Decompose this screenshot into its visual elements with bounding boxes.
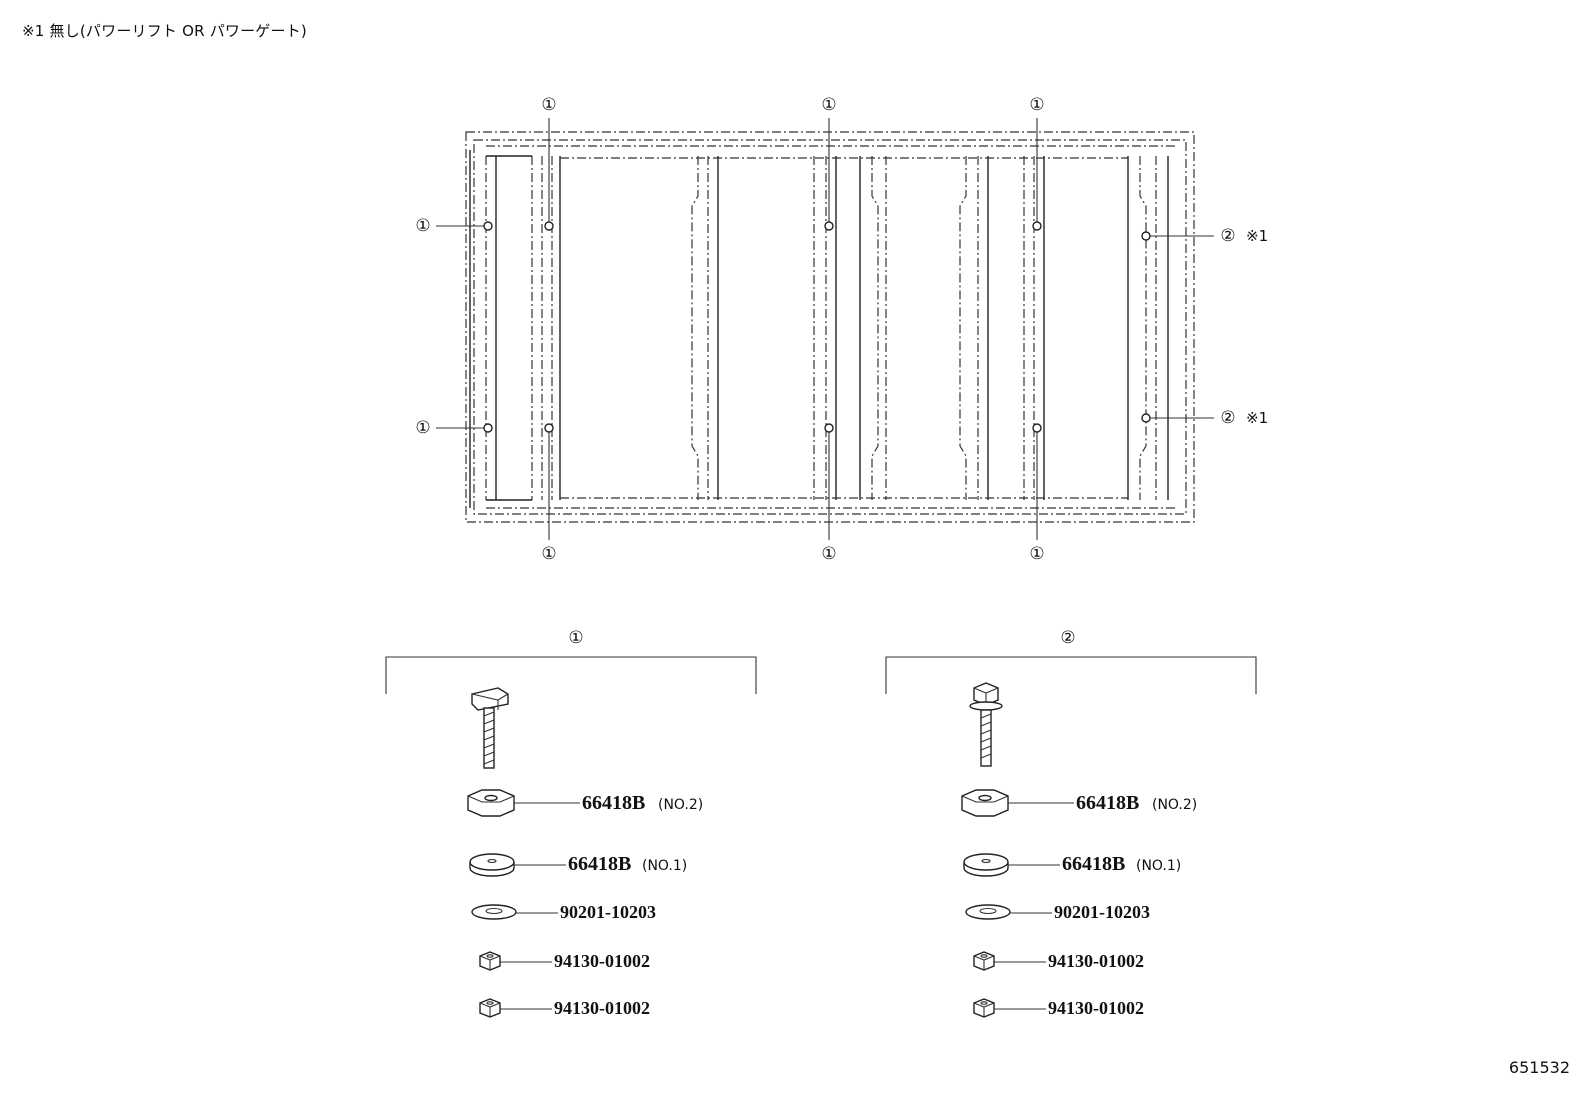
fastener-point (1032, 423, 1042, 433)
part-number: 94130-01002 (1048, 951, 1144, 971)
nut-icon (973, 951, 995, 971)
fastener-point (544, 423, 554, 433)
callout-1: ① (821, 95, 836, 115)
round-washer-icon (963, 853, 1009, 877)
hex-bolt-icon (969, 682, 1003, 767)
part-number: 90201-10203 (1054, 902, 1150, 922)
part-suffix: (NO.2) (658, 797, 703, 813)
callout-1: ① (1029, 544, 1044, 564)
fastener-point (824, 221, 834, 231)
callout-1: ① (415, 216, 430, 236)
round-washer-icon (469, 853, 515, 877)
t-bolt-icon (471, 687, 509, 769)
flat-washer-icon (965, 904, 1011, 920)
fastener-point (1032, 221, 1042, 231)
callout-1: ① (541, 544, 556, 564)
fastener-callouts: ① ① ① ① ① ① ① ① ② ② ※1 ※1 (415, 95, 1268, 564)
asterisk-note: ※1 (1246, 227, 1268, 245)
part-number: 66418B (582, 792, 645, 814)
callout-1: ① (1029, 95, 1044, 115)
nut-icon (479, 998, 501, 1018)
callout-1: ① (821, 544, 836, 564)
callout-1: ① (415, 418, 430, 438)
group-label: ② (1060, 628, 1075, 648)
part-number: 66418B (568, 853, 631, 875)
part-suffix: (NO.1) (1136, 858, 1181, 874)
group-1: ① 66418B (NO.2) 66418B (NO.1) (385, 628, 757, 1018)
group-label: ① (568, 628, 583, 648)
fastener-point (483, 423, 493, 433)
flat-washer-icon (471, 904, 517, 920)
part-suffix: (NO.1) (642, 858, 687, 874)
part-number: 66418B (1062, 853, 1125, 875)
fastener-point (544, 221, 554, 231)
nut-icon (479, 951, 501, 971)
part-suffix: (NO.2) (1152, 797, 1197, 813)
part-number: 94130-01002 (554, 998, 650, 1018)
part-number: 90201-10203 (560, 902, 656, 922)
fastener-point (483, 221, 493, 231)
octagon-washer-icon (467, 789, 515, 817)
callout-2: ② (1220, 226, 1235, 246)
nut-icon (973, 998, 995, 1018)
asterisk-note: ※1 (1246, 409, 1268, 427)
part-number: 66418B (1076, 792, 1139, 814)
fastener-point (1141, 413, 1151, 423)
footnote-text: ※1 無し(パワーリフト OR パワーゲート) (22, 22, 307, 40)
fastener-point (824, 423, 834, 433)
group-2: ② 66418B (NO.2) 66418B (NO.1) (885, 628, 1257, 1018)
callout-1: ① (541, 95, 556, 115)
part-number: 94130-01002 (1048, 998, 1144, 1018)
floor-frame (465, 131, 1195, 523)
octagon-washer-icon (961, 789, 1009, 817)
figure-id: 651532 (1508, 1058, 1570, 1077)
fastener-point (1141, 231, 1151, 241)
part-number: 94130-01002 (554, 951, 650, 971)
callout-2: ② (1220, 408, 1235, 428)
